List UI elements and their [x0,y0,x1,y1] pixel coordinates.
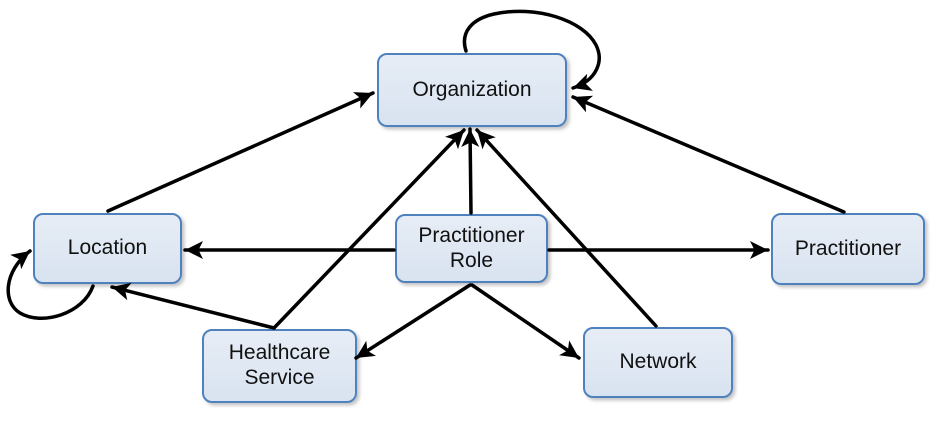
edge-location-to-organization-arrow [106,91,375,213]
node-location: Location [33,213,182,284]
node-network: Network [583,327,733,398]
node-practitioner: Practitioner [771,213,925,285]
edge-practitioner_role-to-network-arrow [470,283,581,360]
node-organization-label: Organization [412,77,532,101]
node-healthcare-service: Healthcare Service [202,329,357,403]
edge-healthcare_service-to-location-arrow [110,282,276,330]
edge-practitioner_role-to-healthcare_service-arrow [354,283,472,360]
node-network-label: Network [619,350,697,374]
edge-practitioner_role-to-organization-arrow [461,127,480,215]
node-location-label: Location [67,236,148,260]
node-practitioner-label: Practitioner [794,236,902,260]
node-healthcare-service-label: Healthcare Service [228,341,331,389]
node-practitioner-role: Practitioner Role [395,214,548,283]
edge-practitioner-to-organization-arrow [571,95,846,214]
node-practitioner-role-label: Practitioner Role [418,223,525,272]
node-organization: Organization [377,53,567,127]
